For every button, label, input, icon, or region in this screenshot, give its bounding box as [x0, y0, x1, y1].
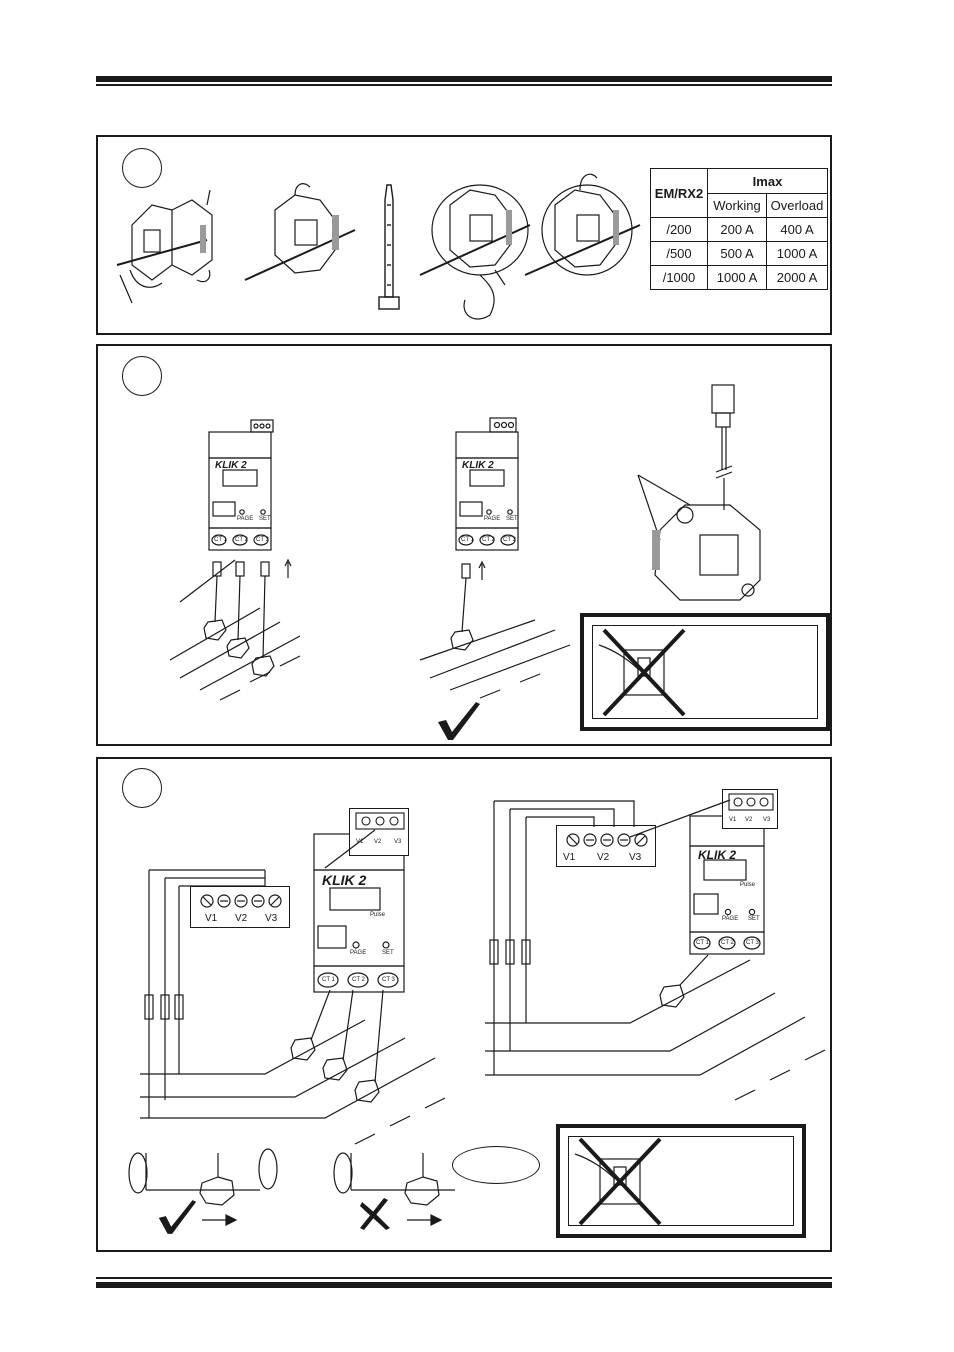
- set-label: SET: [382, 950, 394, 956]
- terminal-screws: [566, 833, 648, 847]
- ct3-label: CT 3: [256, 537, 269, 543]
- table-row: /500 500 A 1000 A: [650, 241, 828, 266]
- warning-box-inner: [568, 1136, 794, 1226]
- panel-clamp-installation: [96, 135, 832, 335]
- meter-voltage-terminal-zoom: V1 V2 V3: [349, 808, 409, 856]
- checkmark-icon: [438, 702, 480, 740]
- ct2-label: CT 2: [235, 537, 248, 543]
- ct2-label: CT 2: [352, 977, 365, 983]
- meter-brand: KLIK 2: [698, 848, 737, 862]
- terminal-v3-label: V3: [265, 913, 278, 924]
- ct1-label: CT 1: [461, 537, 474, 543]
- cell-overload: 1000 A: [766, 241, 828, 266]
- pulse-label: Pulse: [740, 882, 756, 888]
- no-touch-hand-icon: [598, 628, 686, 717]
- cell-overload: 400 A: [766, 217, 828, 242]
- terminal-v2-label: V2: [597, 852, 610, 863]
- set-label: SET: [506, 516, 518, 522]
- terminal-screws: [200, 894, 282, 908]
- ct-wiring-three: [169, 558, 301, 701]
- imax-table: EM/RX2 Imax Working Overload /200 200 A …: [650, 168, 828, 290]
- cell-working: 200 A: [707, 217, 767, 242]
- cable-tie-icon: [378, 184, 400, 310]
- meter-v3-label: V3: [763, 817, 771, 823]
- cell-overload: 2000 A: [766, 265, 828, 290]
- meter-device: KLIK 2 CT 1 CT 2 CT 3 PAGE SET: [452, 417, 522, 551]
- meter-v1-label: V1: [729, 817, 737, 823]
- cross-icon: [360, 1198, 390, 1230]
- step-circle-1: [122, 148, 162, 188]
- page-label: PAGE: [237, 516, 254, 522]
- ct1-label: CT 1: [214, 537, 227, 543]
- current-clamp-icon: [524, 173, 641, 276]
- overload-header: Overload: [766, 193, 828, 218]
- ct3-label: CT 3: [382, 977, 395, 983]
- no-touch-hand-icon: [574, 1137, 662, 1226]
- incorrect-polarity-example: [333, 1152, 455, 1226]
- page-label: PAGE: [484, 516, 501, 522]
- meter-v2-label: V2: [745, 817, 753, 823]
- ct2-label: CT 2: [482, 537, 495, 543]
- correct-polarity-example: [128, 1148, 278, 1226]
- working-header: Working: [707, 193, 767, 218]
- ct-wiring-single: [419, 560, 571, 699]
- note-oval: [452, 1146, 540, 1184]
- meter-outline: [689, 815, 765, 955]
- ct3-label: CT 3: [503, 537, 516, 543]
- meter-outline: [208, 419, 274, 551]
- pulse-label: Pulse: [370, 912, 386, 918]
- meter-v2-label: V2: [374, 839, 382, 845]
- top-rule: [96, 76, 832, 82]
- meter-voltage-terminal-zoom: V1 V2 V3: [722, 789, 778, 829]
- set-label: SET: [748, 916, 760, 922]
- meter-brand: KLIK 2: [462, 460, 494, 471]
- panel-voltage-connection: [96, 757, 832, 1252]
- terminal-v3-label: V3: [629, 852, 642, 863]
- top-rule-thin: [96, 84, 832, 86]
- checkmark-icon: [158, 1200, 197, 1234]
- page-label: PAGE: [350, 950, 367, 956]
- current-clamp-icon: [116, 189, 213, 304]
- terminal-v2-label: V2: [235, 913, 248, 924]
- ct3-label: CT 3: [746, 940, 759, 946]
- meter-outline: [455, 417, 519, 551]
- terminal-screws: [355, 812, 405, 830]
- meter-v3-label: V3: [394, 839, 402, 845]
- bottom-rule: [96, 1282, 832, 1288]
- table-row: /1000 1000 A 2000 A: [650, 265, 828, 290]
- imax-header: Imax: [707, 168, 828, 194]
- model-header: EM/RX2: [650, 168, 708, 218]
- warning-box: [580, 613, 830, 731]
- current-clamp-icon: [244, 183, 356, 281]
- terminal-v1-label: V1: [205, 913, 218, 924]
- set-label: SET: [259, 516, 271, 522]
- three-phase-wiring-left: [140, 829, 446, 1145]
- step-circle-3: [122, 768, 162, 808]
- bottom-rule-thin: [96, 1277, 832, 1279]
- cell-working: 500 A: [707, 241, 767, 266]
- warning-box: [556, 1124, 806, 1238]
- ct2-label: CT 2: [721, 940, 734, 946]
- cell-model: /200: [650, 217, 708, 242]
- step-circle-2: [122, 356, 162, 396]
- meter-device: KLIK 2 CT 1 CT 2 CT 3 PAGE SET: [205, 419, 275, 551]
- terminal-screws: [728, 793, 774, 811]
- ct1-label: CT 1: [696, 940, 709, 946]
- cell-model: /1000: [650, 265, 708, 290]
- warning-box-inner: [592, 625, 818, 719]
- current-clamp-icon: [637, 384, 761, 601]
- terminal-v1-label: V1: [563, 852, 576, 863]
- meter-device: KLIK 2 CT 1 CT 2 CT 3 PAGE SET Pulse: [686, 812, 768, 955]
- current-clamp-icon: [419, 184, 531, 320]
- page-label: PAGE: [722, 916, 739, 922]
- voltage-terminal-block: V1 V2 V3: [556, 825, 656, 867]
- cell-working: 1000 A: [707, 265, 767, 290]
- panel-ct-connection: [96, 344, 832, 746]
- cell-model: /500: [650, 241, 708, 266]
- meter-brand: KLIK 2: [322, 872, 367, 888]
- three-phase-wiring-right: [485, 799, 826, 1101]
- meter-brand: KLIK 2: [215, 460, 247, 471]
- table-row: /200 200 A 400 A: [650, 217, 828, 242]
- ct1-label: CT 1: [322, 977, 335, 983]
